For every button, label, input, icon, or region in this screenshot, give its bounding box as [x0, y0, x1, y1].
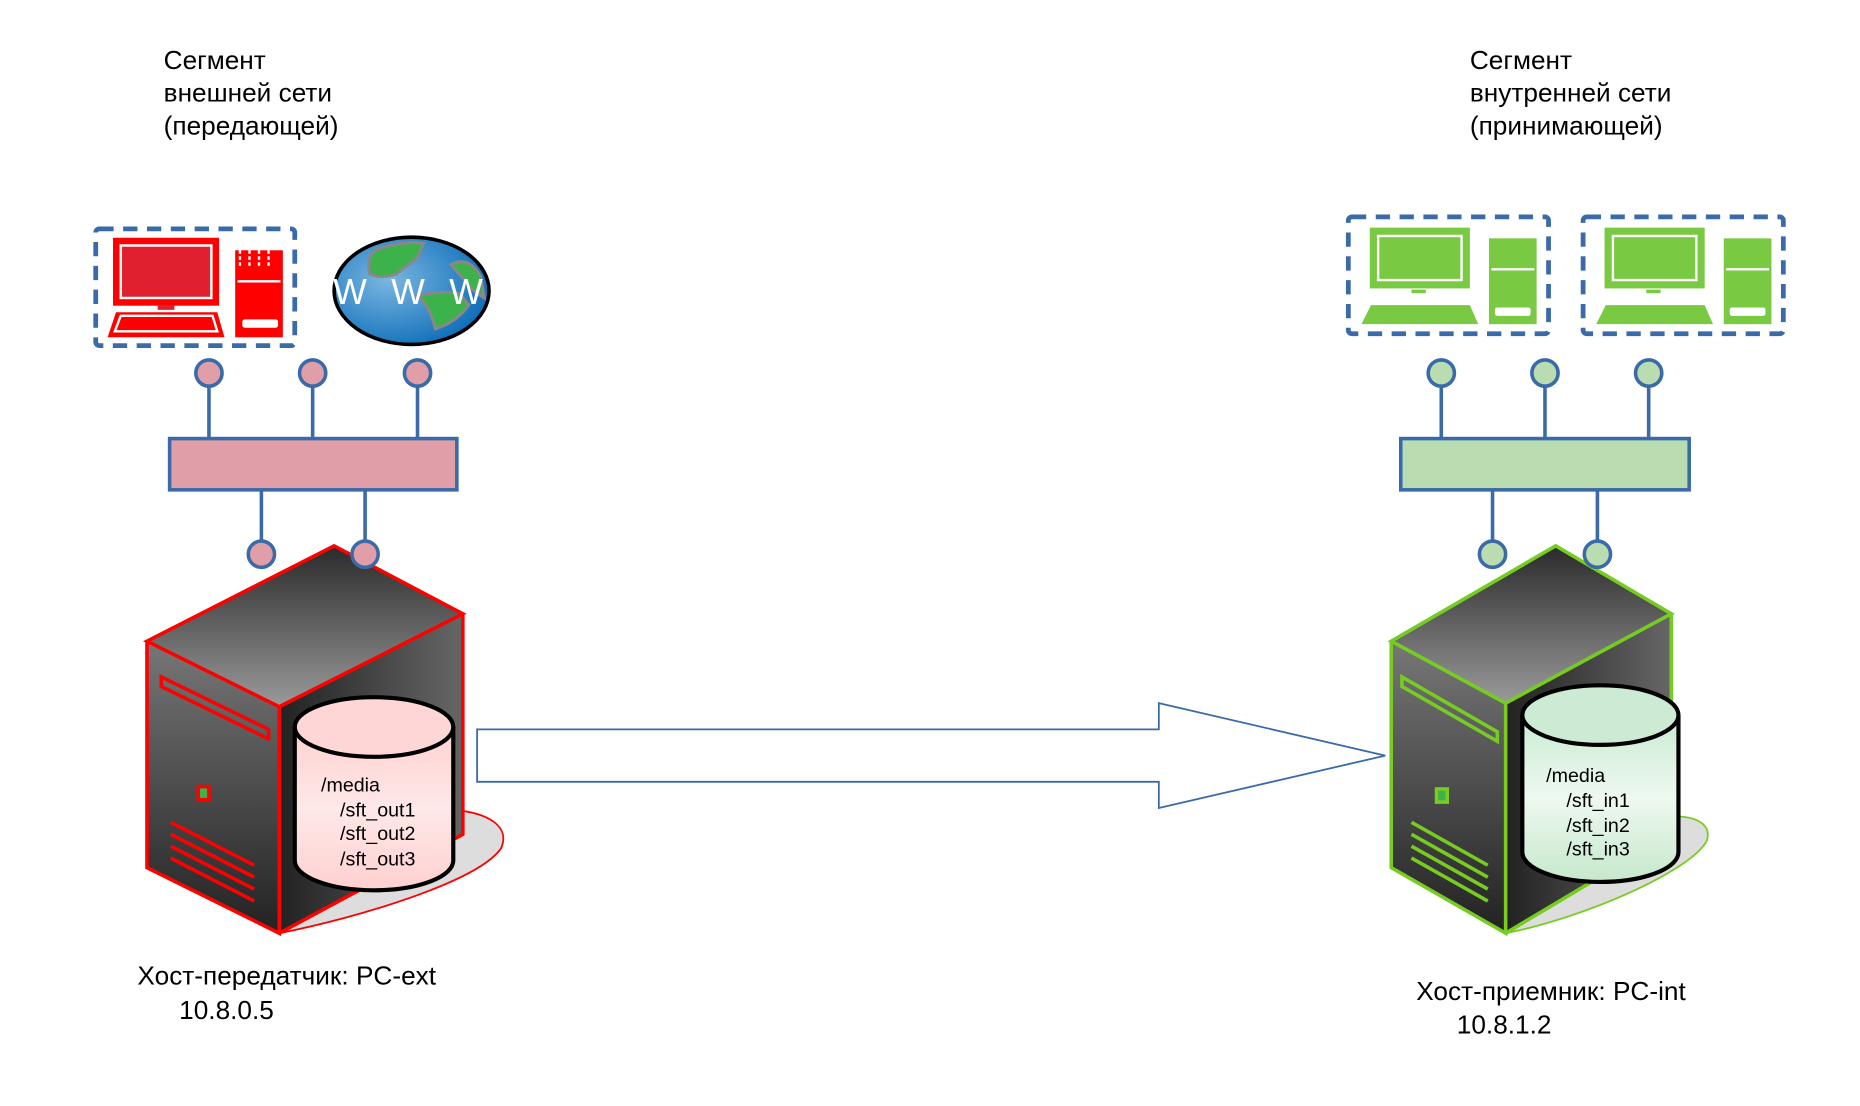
laptop-icon — [107, 237, 225, 338]
laptop-icon — [1361, 227, 1479, 325]
svg-text:/sft_in2: /sft_in2 — [1566, 815, 1629, 837]
port-node — [246, 539, 277, 570]
port-node — [1582, 539, 1613, 570]
tower-icon — [1723, 238, 1772, 325]
receiver-host-server: /media /sft_in1 /sft_in2 /sft_in3 — [1387, 543, 1709, 937]
svg-text:/sft_out1: /sft_out1 — [340, 799, 415, 821]
laptop-icon — [1596, 227, 1714, 325]
port-node — [350, 539, 380, 570]
storage-cylinder: /media /sft_out1 /sft_out2 /sft_out3 — [292, 695, 456, 893]
svg-text:/sft_in3: /sft_in3 — [1566, 839, 1629, 861]
tower-icon — [235, 250, 283, 338]
svg-text:/media: /media — [321, 774, 380, 796]
receiver-host-label: Хост-приемник: PC-int 10.8.1.2 — [1416, 976, 1686, 1039]
storage-cylinder: /media /sft_in1 /sft_in2 /sft_in3 — [1520, 683, 1681, 885]
svg-text:(передающей): (передающей) — [164, 111, 339, 141]
left-segment-title: Сегмент внешней сети (передающей) — [164, 45, 339, 141]
svg-text:внутренней сети: внутренней сети — [1470, 77, 1672, 107]
internal-workstation-1 — [1345, 214, 1551, 337]
svg-text:10.8.1.2: 10.8.1.2 — [1457, 1009, 1552, 1039]
sender-host-label: Хост-передатчик: PC-ext 10.8.0.5 — [137, 960, 436, 1025]
internal-workstation-2 — [1580, 214, 1786, 337]
internet-globe-icon: W W W — [332, 235, 491, 347]
sender-host-server: /media /sft_out1 /sft_out2 /sft_out3 — [142, 543, 505, 937]
svg-text:/sft_out3: /sft_out3 — [340, 848, 415, 870]
svg-text:/media: /media — [1546, 765, 1605, 787]
svg-text:/sft_in1: /sft_in1 — [1566, 790, 1629, 812]
external-workstation — [93, 226, 298, 349]
internal-switch — [1398, 358, 1691, 546]
tower-icon — [1488, 238, 1537, 325]
svg-text:10.8.0.5: 10.8.0.5 — [179, 995, 274, 1025]
svg-text:Сегмент: Сегмент — [1470, 45, 1572, 75]
svg-text:(принимающей): (принимающей) — [1470, 111, 1663, 141]
svg-text:Хост-передатчик: PC-ext: Хост-передатчик: PC-ext — [137, 960, 436, 990]
svg-text:Хост-приемник: PC-int: Хост-приемник: PC-int — [1416, 976, 1686, 1006]
svg-text:/sft_out2: /sft_out2 — [340, 823, 415, 845]
svg-text:W W W: W W W — [333, 272, 490, 312]
svg-text:внешней сети: внешней сети — [164, 77, 332, 107]
right-segment-title: Сегмент внутренней сети (принимающей) — [1470, 45, 1672, 141]
port-node — [1477, 539, 1508, 570]
external-switch — [167, 358, 459, 546]
svg-text:Сегмент: Сегмент — [164, 45, 266, 75]
transfer-arrow — [476, 702, 1386, 810]
